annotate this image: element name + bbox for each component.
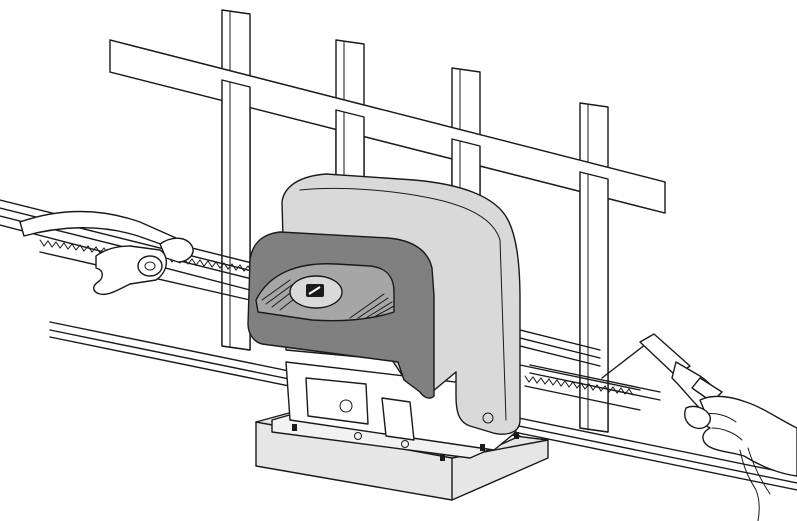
bolt-2 [440,454,445,461]
bolt-4 [514,432,519,439]
hand [684,395,797,521]
bolt-3 [480,444,485,451]
pipe-wrench [19,210,194,296]
gate-horizontal-rails [109,39,666,214]
bolt-1 [292,424,297,431]
gear-rack-right [519,364,641,411]
motor-front-panel [247,231,435,399]
